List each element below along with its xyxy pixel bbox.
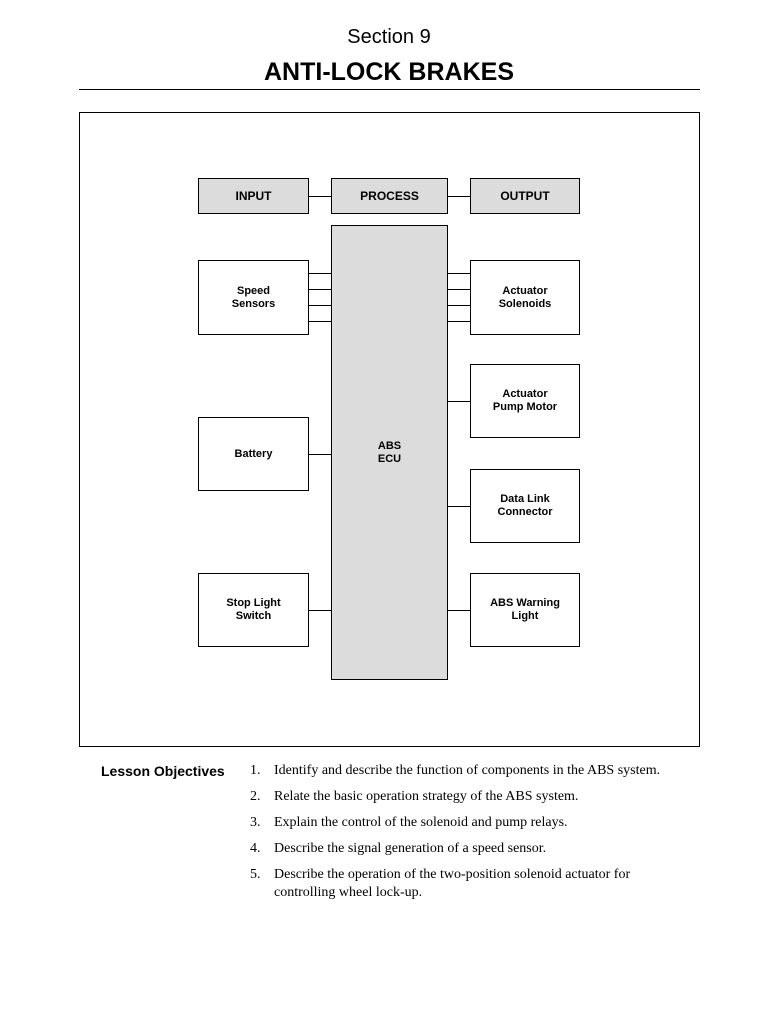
process-header: PROCESS (331, 178, 448, 214)
stop-light-switch-box: Stop Light Switch (198, 573, 309, 647)
actuator-solenoid-wire (448, 321, 470, 322)
actuator-solenoid-wire (448, 289, 470, 290)
data-link-connector-box: Data Link Connector (470, 469, 580, 543)
objective-item: 5. Describe the operation of the two-pos… (250, 866, 690, 902)
warning-light-wire (448, 610, 470, 611)
section-label: Section 9 (347, 26, 431, 48)
actuator-pump-motor-box: Actuator Pump Motor (470, 364, 580, 438)
pump-motor-wire (448, 401, 470, 402)
input-header: INPUT (198, 178, 309, 214)
objective-item: 4. Describe the signal generation of a s… (250, 840, 720, 858)
stop-light-switch-wire (309, 610, 331, 611)
diagram-frame (79, 112, 700, 747)
header-connector-left (309, 196, 331, 197)
title-divider (79, 89, 700, 90)
objective-number: 1. (250, 763, 261, 778)
abs-ecu-box: ABS ECU (331, 225, 448, 680)
objective-item: 1. Identify and describe the function of… (250, 762, 720, 780)
objective-text: Describe the operation of the two-positi… (274, 867, 631, 900)
header-connector-right (448, 196, 470, 197)
actuator-solenoid-wire (448, 273, 470, 274)
actuator-solenoid-wire (448, 305, 470, 306)
abs-warning-light-box: ABS Warning Light (470, 573, 580, 647)
speed-sensor-wire (309, 305, 331, 306)
speed-sensor-wire (309, 321, 331, 322)
page-title: ANTI-LOCK BRAKES (264, 58, 514, 86)
objective-item: 3. Explain the control of the solenoid a… (250, 814, 720, 832)
objective-text: Describe the signal generation of a spee… (274, 841, 547, 856)
objective-number: 4. (250, 841, 261, 856)
lesson-objectives-heading: Lesson Objectives (101, 763, 225, 779)
data-link-wire (448, 506, 470, 507)
objective-text: Relate the basic operation strategy of t… (274, 789, 579, 804)
speed-sensor-wire (309, 289, 331, 290)
battery-box: Battery (198, 417, 309, 491)
objective-number: 5. (250, 867, 261, 882)
objective-item: 2. Relate the basic operation strategy o… (250, 788, 720, 806)
objective-number: 3. (250, 815, 261, 830)
output-header: OUTPUT (470, 178, 580, 214)
actuator-solenoids-box: Actuator Solenoids (470, 260, 580, 335)
battery-wire (309, 454, 331, 455)
speed-sensors-box: Speed Sensors (198, 260, 309, 335)
speed-sensor-wire (309, 273, 331, 274)
objective-text: Identify and describe the function of co… (274, 763, 661, 778)
objective-number: 2. (250, 789, 261, 804)
objective-text: Explain the control of the solenoid and … (274, 815, 568, 830)
